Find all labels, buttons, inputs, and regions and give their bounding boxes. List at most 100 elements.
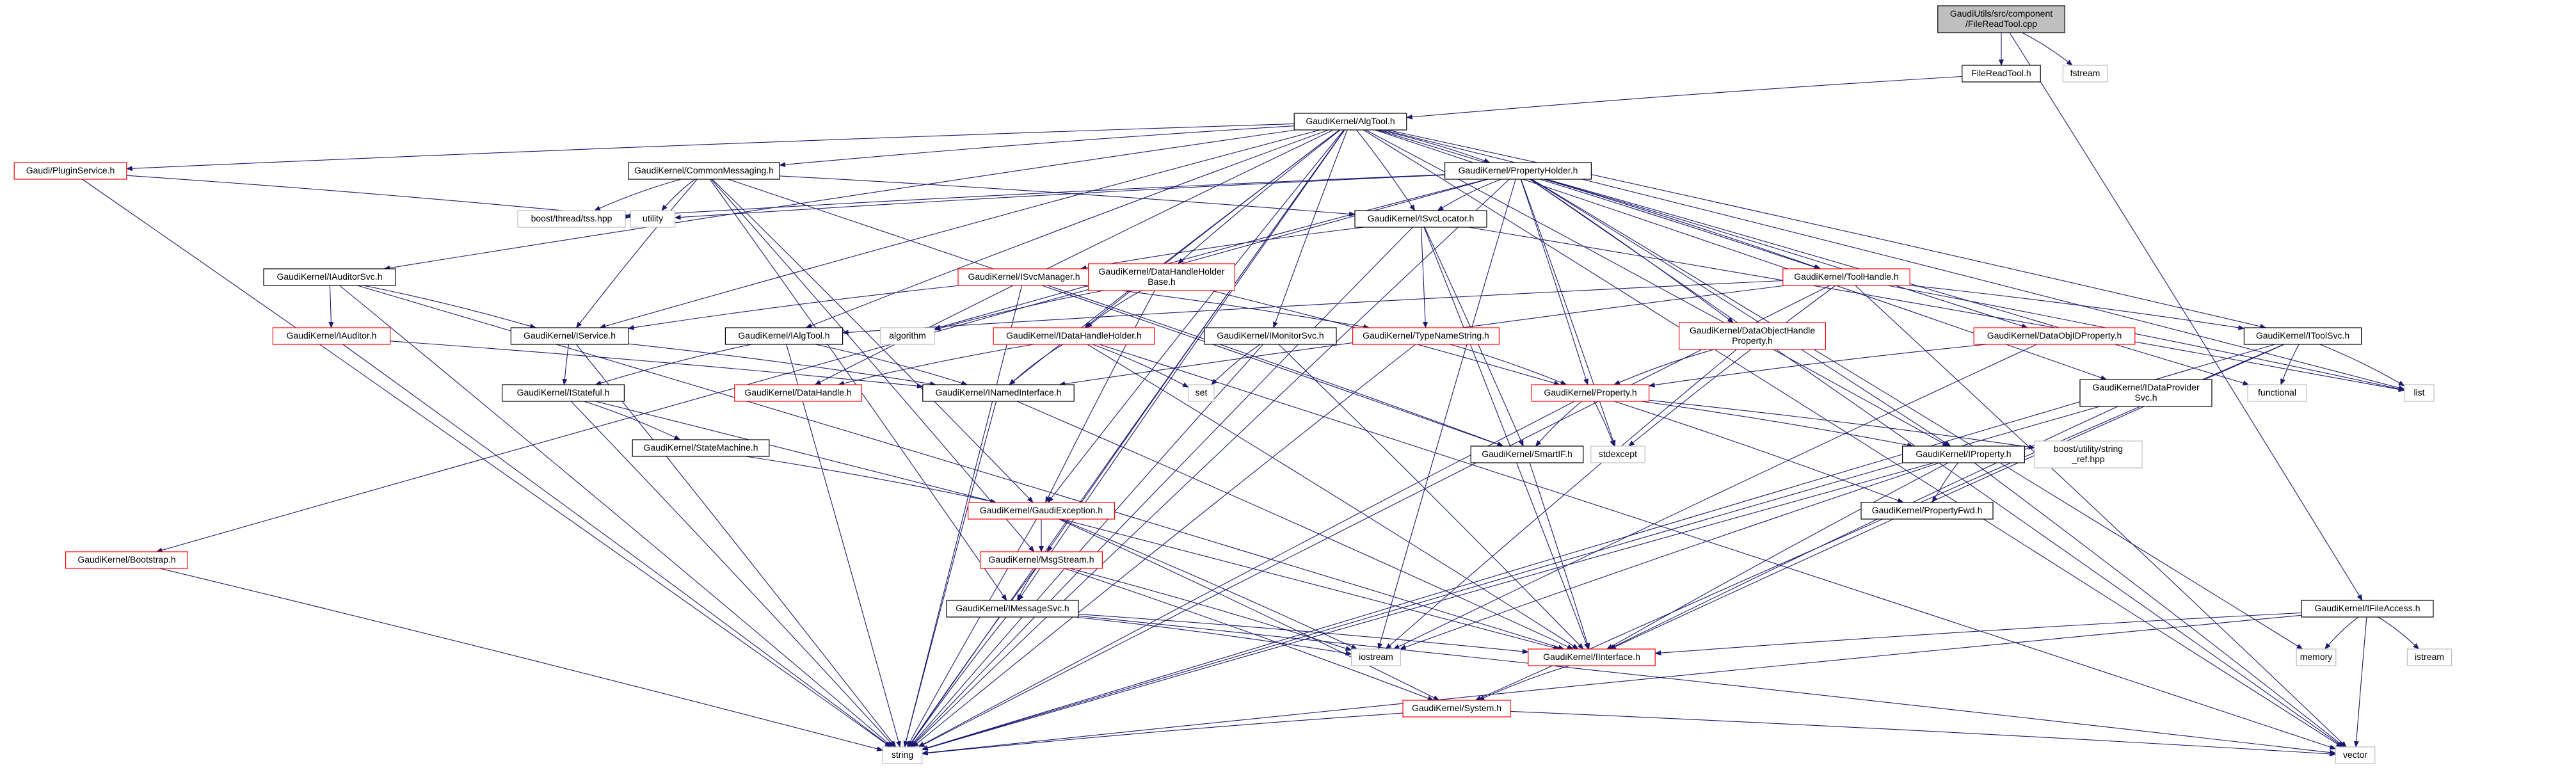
node-gaudikernel-typenamestring-h[interactable]: GaudiKernel/TypeNameString.h bbox=[1352, 327, 1500, 345]
node-string[interactable]: string bbox=[882, 746, 923, 764]
edge-propholder-to-algorithm bbox=[934, 179, 1488, 330]
node-label: GaudiKernel/IService.h bbox=[524, 330, 616, 341]
edge-toolhandle-to-string bbox=[918, 285, 1830, 748]
node-box bbox=[1470, 445, 1584, 463]
node-gaudikernel-ialgtool-h[interactable]: GaudiKernel/IAlgTool.h bbox=[724, 327, 844, 345]
node-box bbox=[517, 210, 626, 228]
node-label: boost/utility/string bbox=[2054, 444, 2123, 454]
node-gaudikernel-iauditor-h[interactable]: GaudiKernel/IAuditor.h bbox=[272, 327, 391, 345]
node-gaudikernel-system-h[interactable]: GaudiKernel/System.h bbox=[1402, 700, 1511, 718]
node-boost-utility-string-ref-hpp[interactable]: boost/utility/string_ref.hpp bbox=[2034, 440, 2143, 469]
node-gaudikernel-datahandle-h[interactable]: GaudiKernel/DataHandle.h bbox=[734, 384, 862, 402]
node-set[interactable]: set bbox=[1188, 384, 1215, 402]
node-box bbox=[1679, 322, 1827, 350]
node-gaudikernel-ifileaccess-h[interactable]: GaudiKernel/IFileAccess.h bbox=[2301, 600, 2434, 618]
node-gaudikernel-idatahandleholder-h[interactable]: GaudiKernel/IDataHandleHolder.h bbox=[993, 327, 1155, 345]
node-label: /FileReadTool.cpp bbox=[1965, 19, 2037, 29]
node-gaudikernel-iauditorsvc-h[interactable]: GaudiKernel/IAuditorSvc.h bbox=[263, 268, 396, 286]
node-gaudikernel-imessagesvc-h[interactable]: GaudiKernel/IMessageSvc.h bbox=[946, 600, 1079, 618]
edge-commsg-to-svclocator bbox=[780, 175, 1356, 217]
edge-propholder-to-iostream bbox=[1377, 179, 1516, 650]
edge-iauditor-to-string bbox=[342, 344, 892, 748]
edge-istateful-to-string bbox=[570, 401, 895, 748]
edge-system-to-vector bbox=[1510, 710, 2337, 757]
node-gaudikernel-property-h[interactable]: GaudiKernel/Property.h bbox=[1531, 384, 1650, 402]
node-gaudiutils-src-component-filereadtool-cpp[interactable]: GaudiUtils/src/component/FileReadTool.cp… bbox=[1937, 5, 2065, 33]
edge-iproperty-to-propfwd bbox=[1932, 462, 1959, 503]
edge-dhhbase-to-idhh bbox=[1085, 290, 1142, 328]
node-box bbox=[1402, 700, 1511, 718]
node-algorithm[interactable]: algorithm bbox=[880, 327, 935, 345]
node-gaudikernel-itoolsvc-h[interactable]: GaudiKernel/IToolSvc.h bbox=[2243, 327, 2362, 345]
node-gaudikernel-propertyfwd-h[interactable]: GaudiKernel/PropertyFwd.h bbox=[1860, 502, 1994, 520]
node-memory[interactable]: memory bbox=[2296, 648, 2337, 666]
edge-property-to-stdexcept bbox=[1594, 401, 1615, 447]
node-stdexcept[interactable]: stdexcept bbox=[1590, 445, 1645, 463]
edge-istateful-to-iinterface bbox=[595, 401, 1560, 650]
node-box bbox=[272, 327, 391, 345]
node-label: fstream bbox=[2070, 68, 2100, 78]
node-gaudikernel-istateful-h[interactable]: GaudiKernel/IStateful.h bbox=[501, 384, 625, 402]
node-box bbox=[880, 327, 935, 345]
node-label: GaudiKernel/PropertyHolder.h bbox=[1459, 165, 1578, 175]
node-vector[interactable]: vector bbox=[2335, 746, 2376, 764]
node-istream[interactable]: istream bbox=[2406, 648, 2452, 666]
node-list[interactable]: list bbox=[2404, 384, 2435, 402]
node-gaudi-pluginservice-h[interactable]: Gaudi/PluginService.h bbox=[13, 162, 127, 180]
edge-imonitor-to-set bbox=[1211, 344, 1261, 385]
node-box bbox=[1444, 162, 1592, 180]
node-gaudikernel-bootstrap-h[interactable]: GaudiKernel/Bootstrap.h bbox=[65, 551, 189, 569]
edge-property-to-stringref bbox=[1649, 399, 2035, 450]
edge-idhh-to-iinterface bbox=[1087, 344, 1579, 650]
node-gaudikernel-msgstream-h[interactable]: GaudiKernel/MsgStream.h bbox=[979, 551, 1103, 569]
node-box bbox=[2079, 379, 2212, 407]
node-boost-thread-tss-hpp[interactable]: boost/thread/tss.hpp bbox=[517, 210, 626, 228]
node-utility[interactable]: utility bbox=[630, 210, 676, 228]
edge-propholder-to-iproperty bbox=[1531, 179, 1951, 447]
node-gaudikernel-smartif-h[interactable]: GaudiKernel/SmartIF.h bbox=[1470, 445, 1584, 463]
edge-algtool-to-gaudiexc bbox=[1047, 129, 1345, 503]
node-gaudikernel-inamedinterface-h[interactable]: GaudiKernel/INamedInterface.h bbox=[922, 384, 1075, 402]
edge-dhhbase-to-gaudiexc bbox=[1045, 290, 1155, 503]
edge-frt-to-algtool bbox=[1405, 76, 1962, 120]
node-gaudikernel-propertyholder-h[interactable]: GaudiKernel/PropertyHolder.h bbox=[1444, 162, 1592, 180]
node-fstream[interactable]: fstream bbox=[2062, 65, 2108, 83]
edge-commsg-to-msgstream bbox=[710, 179, 1035, 552]
edge-msgstream-to-imessage bbox=[1017, 568, 1037, 601]
node-gaudikernel-isvclocator-h[interactable]: GaudiKernel/ISvcLocator.h bbox=[1354, 210, 1487, 228]
node-gaudikernel-iinterface-h[interactable]: GaudiKernel/IInterface.h bbox=[1528, 648, 1656, 666]
node-functional[interactable]: functional bbox=[2247, 384, 2307, 402]
node-box bbox=[882, 746, 923, 764]
node-label: stdexcept bbox=[1599, 449, 1637, 459]
node-filereadtool-h[interactable]: FileReadTool.h bbox=[1962, 65, 2041, 83]
edge-commsg-to-iservice bbox=[575, 179, 698, 328]
node-gaudikernel-algtool-h[interactable]: GaudiKernel/AlgTool.h bbox=[1293, 113, 1407, 131]
node-gaudikernel-gaudiexception-h[interactable]: GaudiKernel/GaudiException.h bbox=[967, 502, 1115, 520]
edge-algtool-to-iservice bbox=[599, 129, 1320, 329]
node-gaudikernel-commonmessaging-h[interactable]: GaudiKernel/CommonMessaging.h bbox=[628, 162, 780, 180]
node-box bbox=[1293, 113, 1407, 131]
edge-statemachine-to-gaudiexc bbox=[746, 456, 997, 504]
edge-ialgtool-to-inamed bbox=[815, 344, 968, 386]
node-iostream[interactable]: iostream bbox=[1351, 648, 1402, 666]
node-gaudikernel-imonitorsvc-h[interactable]: GaudiKernel/IMonitorSvc.h bbox=[1204, 327, 1337, 345]
node-gaudikernel-isvcmanager-h[interactable]: GaudiKernel/ISvcManager.h bbox=[957, 268, 1091, 286]
node-gaudikernel-iservice-h[interactable]: GaudiKernel/IService.h bbox=[510, 327, 629, 345]
node-label: GaudiKernel/INamedInterface.h bbox=[936, 387, 1062, 397]
node-box bbox=[510, 327, 629, 345]
node-box bbox=[2062, 65, 2108, 83]
node-gaudikernel-toolhandle-h[interactable]: GaudiKernel/ToolHandle.h bbox=[1782, 268, 1910, 286]
edge-iservice-to-istateful bbox=[562, 344, 570, 385]
node-gaudikernel-iproperty-h[interactable]: GaudiKernel/IProperty.h bbox=[1902, 445, 2026, 463]
edge-ifileaccess-to-vector bbox=[2353, 616, 2367, 748]
edge-auditorsvc-to-iservice bbox=[363, 285, 536, 329]
edge-ifileaccess-to-memory bbox=[2324, 616, 2359, 650]
node-box bbox=[1528, 648, 1656, 666]
edge-typename-to-string bbox=[912, 344, 1416, 748]
node-gaudikernel-statemachine-h[interactable]: GaudiKernel/StateMachine.h bbox=[632, 439, 770, 457]
edge-propholder-to-toolhandle bbox=[1544, 179, 1821, 269]
node-gaudikernel-dataobjidproperty-h[interactable]: GaudiKernel/DataObjIDProperty.h bbox=[1973, 327, 2136, 345]
